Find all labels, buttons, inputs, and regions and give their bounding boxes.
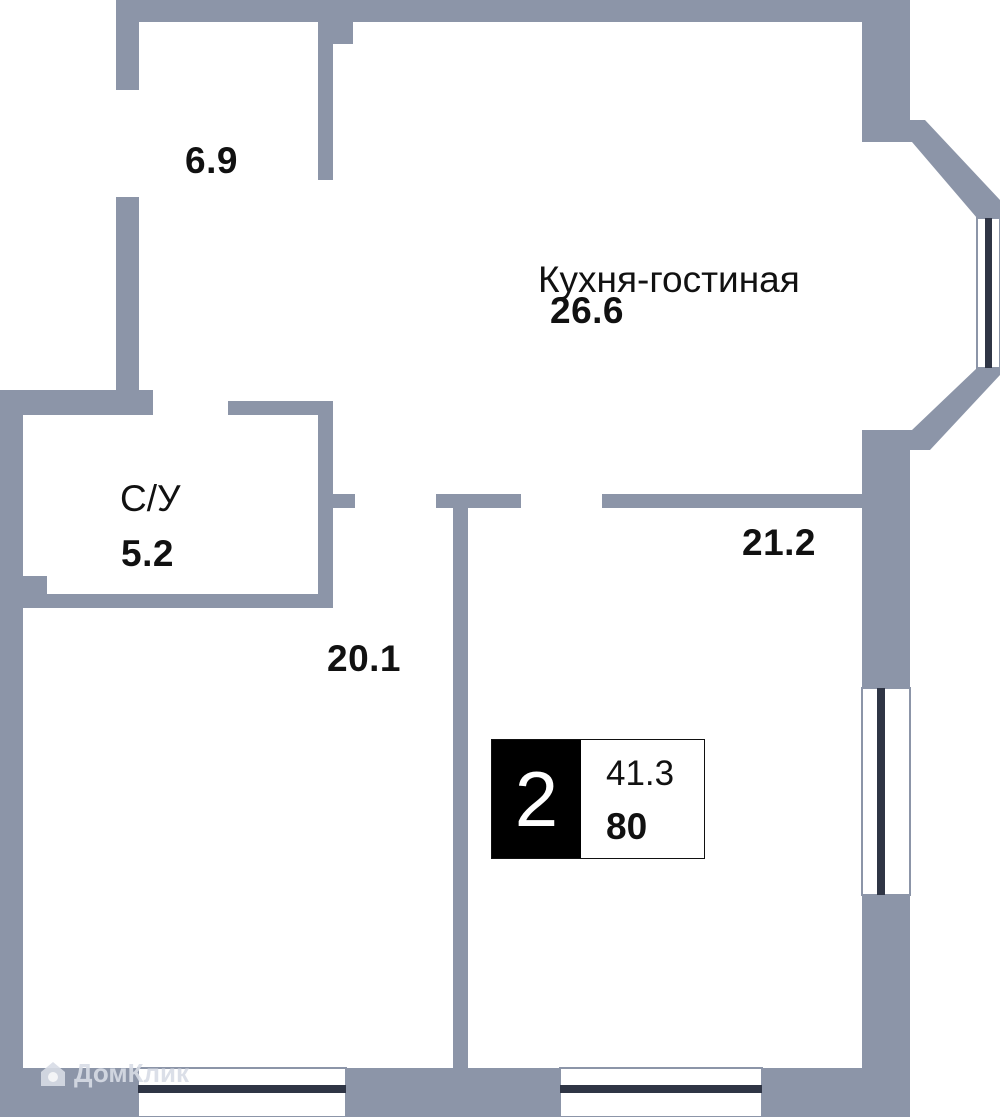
wall [116, 0, 139, 90]
window [976, 217, 1000, 369]
wall [23, 594, 333, 608]
wall [330, 0, 910, 22]
room-count: 2 [492, 740, 581, 858]
watermark-text: ДомКлик [74, 1058, 189, 1088]
window [861, 687, 911, 896]
wall [318, 494, 355, 508]
wall [453, 494, 468, 1117]
living-area: 41.3 [606, 754, 675, 793]
window [137, 1067, 347, 1117]
wall [862, 120, 1000, 232]
total-area: 80 [606, 806, 648, 847]
wall [116, 0, 334, 22]
wall [228, 401, 333, 415]
wall [602, 494, 910, 508]
wall [862, 430, 910, 688]
bathroom-area: 5.2 [121, 533, 174, 574]
wall [0, 390, 153, 415]
house-icon [41, 1061, 65, 1086]
bathroom-name: С/У [120, 478, 181, 519]
wall [346, 1068, 560, 1117]
wall [862, 0, 910, 142]
wall [0, 390, 23, 1117]
bedroom-left-area: 20.1 [327, 638, 402, 679]
hall-area: 6.9 [185, 140, 238, 181]
wall [0, 1068, 138, 1117]
kitchen-living-area: 26.6 [550, 290, 625, 331]
bedroom-right-area: 21.2 [742, 522, 817, 563]
kitchen-living-name: Кухня-гостиная [538, 259, 800, 300]
window [559, 1067, 763, 1117]
wall [762, 1068, 910, 1117]
wall [116, 197, 139, 415]
watermark: ДомКлик [38, 1058, 189, 1089]
wall [318, 0, 333, 180]
apartment-summary-badge: 2 41.3 80 [491, 739, 705, 859]
wall [862, 356, 1000, 450]
wall [436, 494, 521, 508]
